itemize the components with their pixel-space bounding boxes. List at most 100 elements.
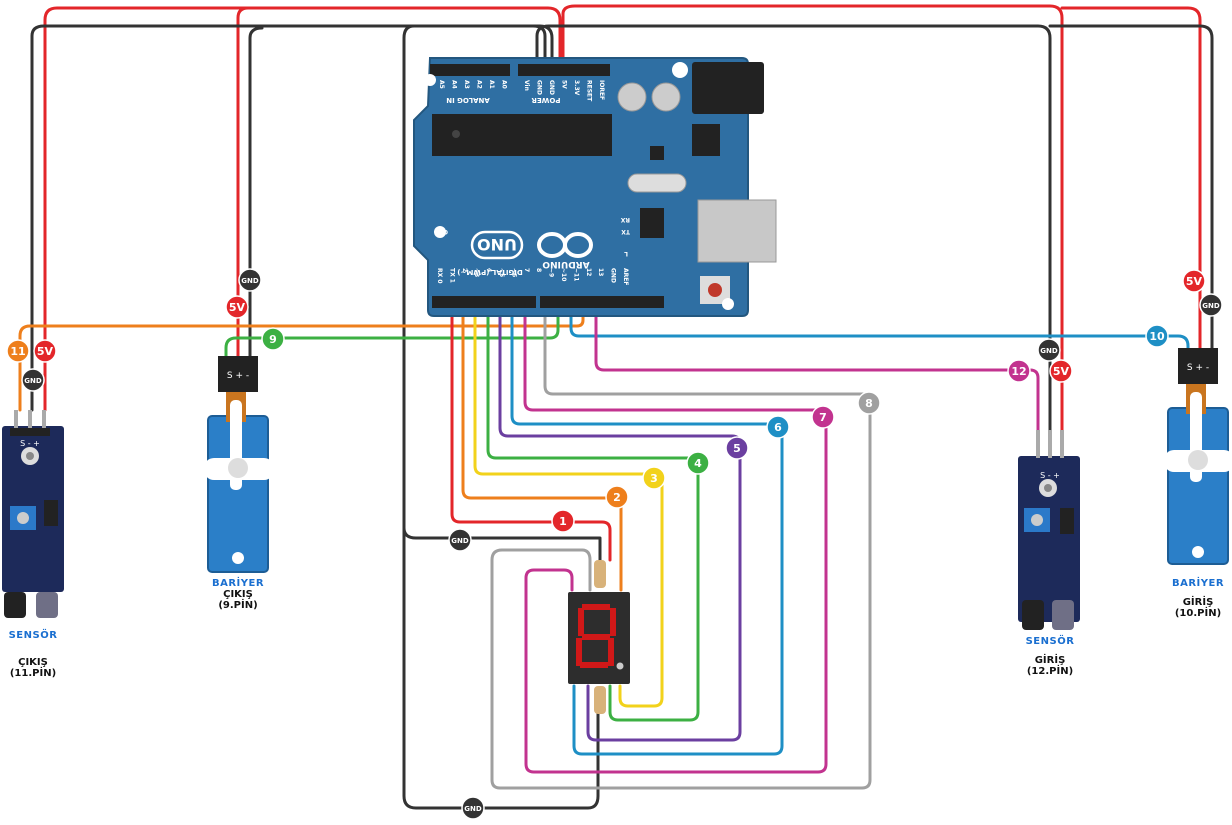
badge-wire-7-text: 7 [819, 411, 827, 424]
capacitor-2 [651, 82, 681, 112]
sensor-left-line2: (11.PİN) [9, 668, 57, 679]
badge-gnd-sensor-right-text: GND [1040, 347, 1058, 355]
wire-gnd-display [402, 24, 602, 562]
wire-5v-right-servo [1060, 6, 1202, 372]
sensor-right-pins: S - + [1040, 471, 1060, 480]
digital-pin-label: GND [610, 268, 617, 283]
power-pin-label: RESET [586, 80, 593, 102]
on-label: ON [438, 228, 448, 235]
digital-pin-label: 4 [486, 268, 493, 272]
analog-header [430, 64, 510, 76]
analog-pin-label: A3 [463, 80, 470, 89]
wire-seg-1 [450, 298, 612, 562]
digital-pin-label: ~9 [548, 268, 555, 277]
badge-gnd-servo-right-text: GND [1202, 302, 1220, 310]
wire-gnd-right [535, 24, 1052, 432]
power-pin-label: Vin [523, 80, 530, 91]
brand-label: ARDUINO [542, 259, 590, 269]
caption-sensor-right: SENSÖR GİRİŞ (12.PİN) [1012, 636, 1088, 677]
servo-right-line1: GİRİŞ [1182, 597, 1214, 608]
servo-right-title: BARİYER [1171, 578, 1225, 589]
analog-pin-label: A2 [476, 80, 483, 89]
digital-pin-label: ~11 [572, 268, 579, 281]
crystal [627, 173, 687, 193]
digital-label: DIGITAL (PWM~) [457, 268, 522, 276]
analog-pin-label: A1 [488, 80, 495, 89]
l-label: L [624, 250, 628, 257]
sensor-right-title: SENSÖR [1025, 636, 1075, 647]
power-label: POWER [531, 96, 561, 104]
wire-seg-dp [490, 306, 872, 790]
badge-wire-9-text: 9 [269, 333, 277, 346]
seven-segment-display [568, 560, 630, 714]
arduino-logo [537, 232, 593, 258]
badge-gnd-servo-left-text: GND [241, 277, 259, 285]
badge-wire-3: 3 [642, 466, 666, 490]
capacitor-1 [617, 82, 647, 112]
badge-wire-2: 2 [605, 485, 629, 509]
sensor-right-line2: (12.PİN) [1026, 666, 1074, 677]
analog-label: ANALOG IN [446, 96, 490, 104]
badge-5v-servo-right: 5V [1182, 269, 1206, 293]
badge-gnd-display-bottom: GND [461, 796, 485, 820]
wire-pin-10 [569, 306, 1190, 360]
wire-seg-5 [498, 298, 742, 742]
digital-pin-label: 8 [535, 268, 542, 272]
badge-wire-1-text: 1 [559, 515, 567, 528]
atmega-chip [432, 114, 612, 156]
power-pin-label: 3.3V [573, 80, 580, 96]
wire-seg-3 [473, 298, 664, 708]
digital-pin-label: RX 0 [436, 268, 443, 284]
caption-servo-left: BARİYER ÇIKIŞ (9.PİN) [198, 578, 278, 611]
servo-right: S + - [1164, 348, 1232, 565]
servo-left-line1: ÇIKIŞ [223, 589, 253, 600]
arduino-uno-board [413, 57, 777, 317]
badge-5v-sensor-right-text: 5V [1053, 365, 1070, 378]
badge-5v-sensor-left-text: 5V [37, 345, 54, 358]
servo-right-pins: S + - [1187, 363, 1209, 373]
ir-sensor-left: S - + [2, 410, 64, 618]
wire-gnd-left-sensor [30, 24, 554, 412]
wire-gnd-display-bottom [402, 498, 600, 810]
resistor-bottom [594, 686, 606, 714]
badge-gnd-servo-right: GND [1199, 293, 1223, 317]
analog-pin-label: A5 [438, 80, 445, 89]
badge-wire-10: 10 [1145, 324, 1169, 348]
digital-pin-label: ~10 [560, 268, 567, 281]
badge-wire-12: 12 [1007, 359, 1031, 383]
power-pin-label: IOREF [598, 80, 605, 100]
badge-gnd-display-top: GND [448, 528, 472, 552]
wire-5v-right [561, 4, 1064, 432]
badge-gnd-servo-left: GND [238, 268, 262, 292]
wire-gnd-left-servo [248, 26, 264, 372]
servo-left-pins: S + - [227, 371, 249, 381]
sensor-left-line1: ÇIKIŞ [18, 657, 48, 668]
analog-pin-label: A4 [451, 80, 458, 89]
ir-sensor-right: S - + [1018, 430, 1080, 630]
uno-label: UNO [477, 235, 517, 254]
wire-seg-6 [510, 298, 784, 756]
wire-pin-9 [224, 306, 560, 360]
badge-wire-4-text: 4 [694, 457, 702, 470]
power-pin-label: GND [536, 80, 543, 95]
badge-gnd-display-top-text: GND [451, 537, 469, 545]
wire-5v-left-sensor [43, 6, 562, 412]
badge-wire-11-text: 11 [10, 345, 25, 358]
digital-header-high [540, 296, 664, 308]
badge-wire-1: 1 [551, 509, 575, 533]
power-header [518, 64, 610, 76]
badge-wire-5: 5 [725, 436, 749, 460]
badge-gnd-sensor-right: GND [1037, 338, 1061, 362]
digital-pin-label: ~3 [473, 268, 480, 277]
badge-gnd-sensor-left-text: GND [24, 377, 42, 385]
tx-label: TX [621, 228, 630, 235]
badge-5v-servo-left-text: 5V [229, 301, 246, 314]
wire-gnd-right-servo [1048, 24, 1214, 372]
badge-wire-6-text: 6 [774, 421, 782, 434]
wire-seg-4 [486, 298, 700, 722]
sensor-right-line1: GİRİŞ [1034, 655, 1066, 666]
badge-wire-12-text: 12 [1011, 365, 1026, 378]
digital-pin-label: AREF [622, 268, 629, 285]
badge-wire-10-text: 10 [1149, 330, 1165, 343]
